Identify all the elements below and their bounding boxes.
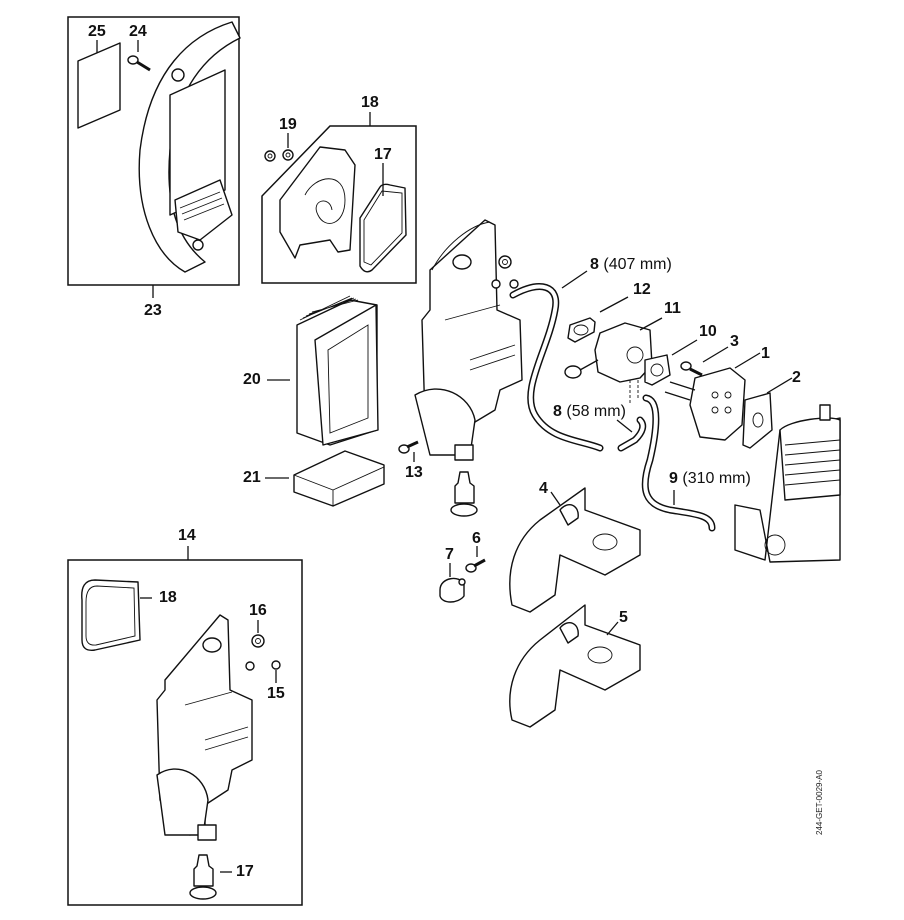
- callout-21: 20: [243, 371, 261, 388]
- part-24-screw[interactable]: [127, 55, 151, 72]
- group-box-19: [261, 112, 417, 284]
- part-21-air-filter[interactable]: [296, 295, 379, 446]
- part-20-nuts[interactable]: [264, 149, 294, 162]
- part-8-hose-58mm[interactable]: [617, 416, 647, 452]
- callout-8-number: 8: [590, 256, 599, 273]
- part-23-cover[interactable]: [138, 21, 241, 273]
- callout-2: 2: [792, 369, 801, 386]
- callout-10: 10: [699, 323, 717, 340]
- callout-1: 1: [761, 345, 770, 362]
- callout-16: 16: [249, 602, 267, 619]
- part-18-gasket-bottom[interactable]: [81, 579, 141, 651]
- part-15-grommets-center[interactable]: [491, 279, 519, 289]
- part-8-hose-407mm[interactable]: [509, 283, 604, 452]
- part-17-nozzle-bottom[interactable]: [189, 854, 217, 900]
- callout-25: 25: [88, 23, 106, 40]
- part-9-hose-310mm[interactable]: [641, 394, 716, 532]
- group-box-14: [67, 546, 303, 906]
- part-17-nozzle-center[interactable]: [450, 471, 478, 517]
- callout-6: 6: [472, 530, 481, 547]
- part-19-filter-cover[interactable]: [279, 146, 356, 259]
- callout-8-number-b: 8: [553, 403, 562, 420]
- callout-5: 5: [619, 609, 628, 626]
- part-10-gasket[interactable]: [644, 354, 671, 386]
- callout-4: 4: [539, 480, 548, 497]
- callout-14: 14: [178, 527, 196, 544]
- part-15-grommets-bottom[interactable]: [245, 660, 281, 671]
- callout-7: 7: [445, 546, 454, 563]
- engine-cylinder: [734, 404, 841, 563]
- part-5-shield[interactable]: [509, 604, 641, 728]
- callout-19: 18: [361, 94, 379, 111]
- part-3-screw[interactable]: [680, 361, 703, 377]
- part-2-gasket[interactable]: [742, 392, 773, 449]
- part-16-grommet-bottom[interactable]: [251, 634, 265, 648]
- callout-18-bottom: 18: [159, 589, 177, 606]
- part-1-intake-manifold[interactable]: [664, 367, 746, 441]
- callout-15: 15: [267, 685, 285, 702]
- callout-23: 23: [144, 302, 162, 319]
- document-id: 244-GET-0029-A0: [815, 770, 824, 835]
- part-12-gasket[interactable]: [567, 317, 596, 343]
- part-7-switch[interactable]: [439, 577, 466, 603]
- callout-8-58mm: 8 (58 mm): [553, 404, 626, 420]
- callout-8-407mm: 8 (407 mm): [590, 257, 672, 273]
- callout-24: 24: [129, 23, 147, 40]
- callout-8-length-b: (58 mm): [566, 403, 626, 420]
- callout-9-310mm: 9 (310 mm): [669, 471, 751, 487]
- callout-8-length: (407 mm): [603, 256, 672, 273]
- part-22-prefilter-pad[interactable]: [293, 450, 385, 507]
- group-box-23: [67, 16, 240, 298]
- filter-housing-bottom[interactable]: [156, 614, 253, 841]
- part-4-shield[interactable]: [509, 487, 641, 613]
- callout-11: 11: [664, 300, 681, 317]
- callout-13: 13: [405, 464, 423, 481]
- callout-3: 3: [730, 333, 739, 350]
- part-11-carburetor[interactable]: [564, 322, 653, 383]
- callout-9-length: (310 mm): [682, 470, 751, 487]
- callout-22: 21: [243, 469, 261, 486]
- part-13-screw[interactable]: [398, 440, 419, 454]
- callout-9-number: 9: [669, 470, 678, 487]
- part-18-gasket-top[interactable]: [359, 183, 407, 273]
- part-16-grommet-center[interactable]: [498, 255, 512, 269]
- callout-18-top: 17: [374, 146, 392, 163]
- callout-20: 19: [279, 116, 297, 133]
- part-25-decal[interactable]: [77, 42, 121, 129]
- callout-12: 12: [633, 281, 651, 298]
- callout-17: 17: [236, 863, 254, 880]
- filter-housing[interactable]: [414, 219, 523, 461]
- part-6-screw[interactable]: [465, 558, 486, 573]
